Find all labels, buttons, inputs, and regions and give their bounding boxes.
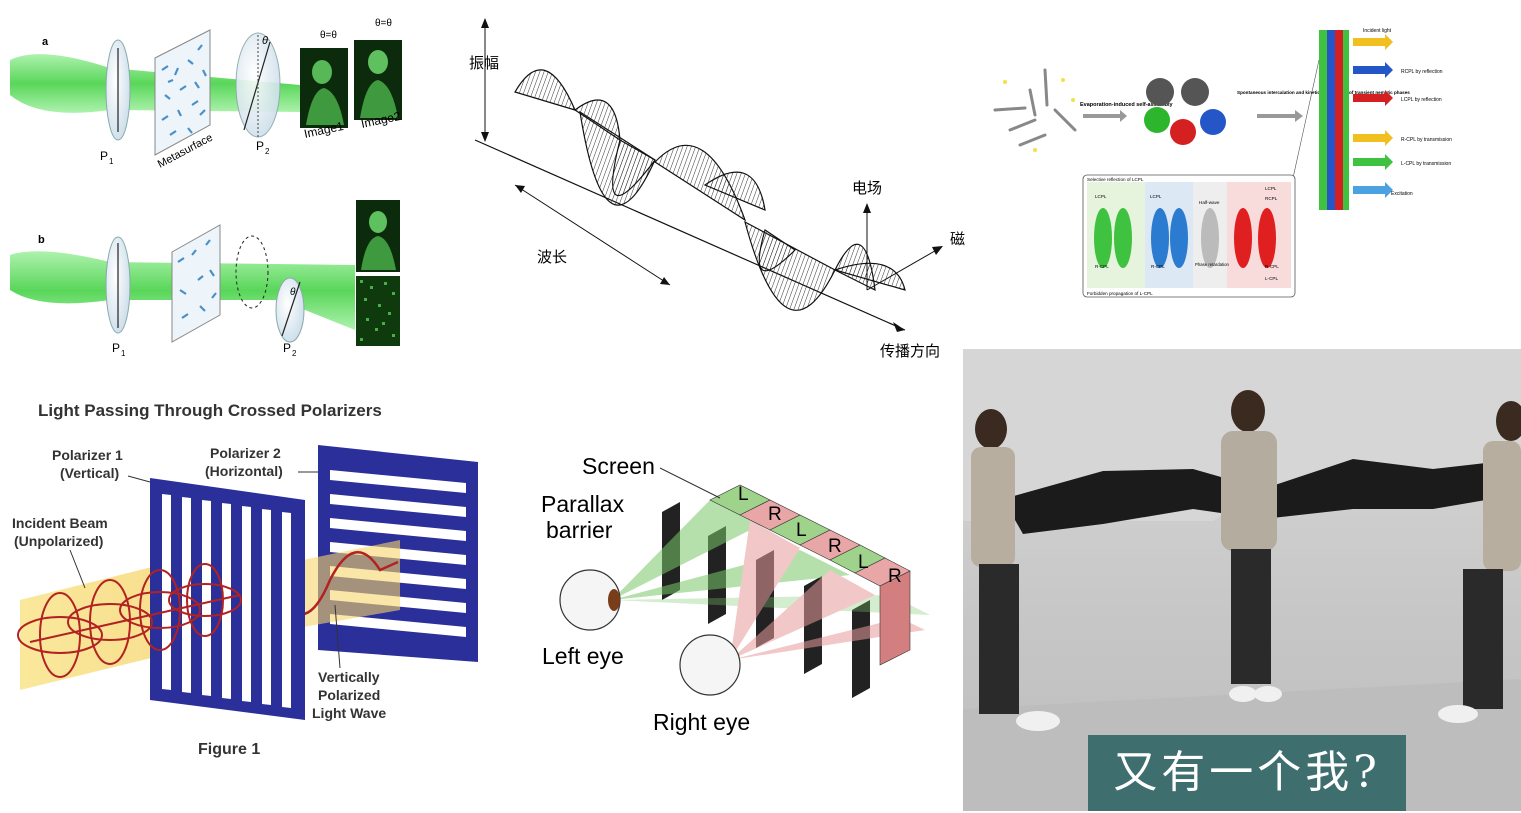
inset-rcpl3-label: R-CPL bbox=[1151, 264, 1165, 269]
reflection-arrows bbox=[1353, 34, 1393, 198]
inset-lcpl4-label: L-CPL bbox=[1265, 276, 1278, 281]
electric-field-label: 电场 bbox=[852, 179, 882, 197]
panel-a-label: a bbox=[42, 36, 49, 48]
image2-angle: θ=θ bbox=[375, 18, 392, 29]
polarization-ellipse bbox=[235, 235, 269, 309]
svg-text:1: 1 bbox=[121, 349, 126, 358]
polarizer1-label-line2: (Vertical) bbox=[60, 465, 119, 481]
image1-thumbnail bbox=[300, 48, 348, 128]
image2-thumbnail bbox=[354, 40, 402, 120]
theta0-label: θ bbox=[290, 287, 296, 298]
lcpl-reflection-label: LCPL by reflection bbox=[1401, 97, 1442, 103]
polarizer-1 bbox=[150, 478, 305, 720]
pixel-label-5: L bbox=[858, 552, 869, 573]
metasurface-plate-b bbox=[171, 224, 221, 343]
left-eye-label: Left eye bbox=[542, 643, 624, 669]
propagation-axis bbox=[474, 139, 906, 331]
left-eye bbox=[559, 569, 621, 631]
rcpl-transmission-label: R-CPL by transmission bbox=[1401, 137, 1452, 143]
theta-label: θ bbox=[262, 35, 268, 47]
layer-stack bbox=[1319, 30, 1349, 210]
screen-label: Screen bbox=[582, 453, 655, 479]
inset-half-wave-label: Half-wave bbox=[1199, 200, 1220, 205]
magnetic-field-wave bbox=[573, 99, 906, 291]
caption-box: 又有一个我? bbox=[1088, 735, 1406, 811]
vertical-label-line2: Polarized bbox=[318, 687, 380, 703]
excitation-label: Excitation bbox=[1391, 191, 1413, 197]
tactoids-cluster bbox=[1144, 78, 1226, 145]
light-beams bbox=[612, 500, 930, 660]
pixel-label-4: R bbox=[828, 536, 842, 557]
svg-text:2: 2 bbox=[265, 147, 270, 156]
barrier-label-line1: Parallax bbox=[541, 491, 625, 517]
em-wave-diagram: 振幅 波长 电场 磁场 传播方向 bbox=[469, 18, 965, 360]
svg-text:1: 1 bbox=[109, 157, 114, 166]
vertical-label-line3: Light Wave bbox=[312, 705, 386, 721]
panel-b-label: b bbox=[38, 234, 45, 246]
pixel-label-1: L bbox=[738, 484, 749, 505]
incident-label-line2: (Unpolarized) bbox=[14, 533, 103, 549]
inset-phase-label: Phase retardation bbox=[1195, 262, 1230, 267]
p2-label-a: P bbox=[256, 139, 264, 153]
crossed-polarizers-diagram: Light Passing Through Crossed Polarizers bbox=[12, 401, 478, 758]
propagation-label: 传播方向 bbox=[880, 342, 940, 360]
unpolarized-wave bbox=[17, 563, 242, 678]
electric-field-wave bbox=[514, 69, 876, 311]
person-right bbox=[1438, 401, 1521, 723]
pixel-label-3: L bbox=[796, 520, 807, 541]
person-left bbox=[971, 409, 1060, 731]
image-noise-thumbnail bbox=[356, 276, 400, 346]
magnetic-field-label: 磁场 bbox=[950, 230, 965, 248]
p1-label-b: P bbox=[112, 341, 120, 355]
inset-lcpl2-label: LCPL bbox=[1150, 194, 1162, 199]
metasurface-plate-a bbox=[154, 29, 211, 156]
p2-label-b: P bbox=[283, 341, 291, 355]
lcpl-transmission-label: L-CPL by transmission bbox=[1401, 161, 1451, 167]
inset-rcpl-label: RCPL bbox=[1265, 196, 1278, 201]
image-clear-thumbnail bbox=[356, 200, 400, 272]
incident-light-label: Incident light bbox=[1363, 28, 1392, 34]
selective-reflection-label: Selective reflection of LCPL bbox=[1087, 177, 1144, 182]
figure-label: Figure 1 bbox=[198, 741, 260, 758]
inset-lcpl-label: LCPL bbox=[1095, 194, 1107, 199]
metasurface-diagram: a P 1 Metasurface θ P 2 θ=θ θ=θ Image1 I… bbox=[10, 18, 402, 358]
inset-lcpl3-label: LCPL bbox=[1265, 186, 1277, 191]
cholesteric-diagram: Evaporation-induced self-assembly Sponta… bbox=[993, 28, 1452, 298]
wavelength-label: 波长 bbox=[537, 248, 567, 266]
vertical-label-line1: Vertically bbox=[318, 669, 380, 685]
incident-label-line1: Incident Beam bbox=[12, 515, 108, 531]
polarizer-p2-b bbox=[275, 277, 305, 343]
right-eye-label: Right eye bbox=[653, 709, 750, 735]
inset-box bbox=[1082, 174, 1296, 298]
inset-rcpl4-label: R-CPL bbox=[1265, 264, 1279, 269]
polarizer2-label-line1: Polarizer 2 bbox=[210, 445, 281, 461]
barrier-label-line2: barrier bbox=[546, 517, 613, 543]
inset-rcpl2-label: R-CPL bbox=[1095, 264, 1109, 269]
right-eye bbox=[679, 634, 741, 696]
pixel-label-6: R bbox=[888, 566, 902, 587]
forbidden-propagation-label: Forbidden propagation of L-CPL bbox=[1087, 291, 1153, 296]
p1-label-a: P bbox=[100, 149, 108, 163]
nanorods-cluster bbox=[993, 68, 1077, 147]
person-middle bbox=[1221, 390, 1282, 702]
image1-angle: θ=θ bbox=[320, 30, 337, 41]
svg-text:2: 2 bbox=[292, 349, 297, 358]
evaporation-label: Evaporation-induced self-assembly bbox=[1080, 102, 1174, 108]
pixel-label-2: R bbox=[768, 504, 782, 525]
rcpl-reflection-label: RCPL by reflection bbox=[1401, 69, 1443, 75]
amplitude-label: 振幅 bbox=[469, 54, 499, 72]
parallax-barrier-diagram: L R L R L R Screen Parallax barrier Left… bbox=[541, 453, 930, 735]
photo-caption: 又有一个我? bbox=[1113, 747, 1381, 798]
polarizer1-label-line1: Polarizer 1 bbox=[52, 447, 123, 463]
polarizer2-label-line2: (Horizontal) bbox=[205, 463, 283, 479]
photo-panel: 又有一个我? bbox=[963, 349, 1521, 811]
polarizers-title: Light Passing Through Crossed Polarizers bbox=[38, 401, 382, 420]
screen-pixels bbox=[709, 484, 911, 666]
